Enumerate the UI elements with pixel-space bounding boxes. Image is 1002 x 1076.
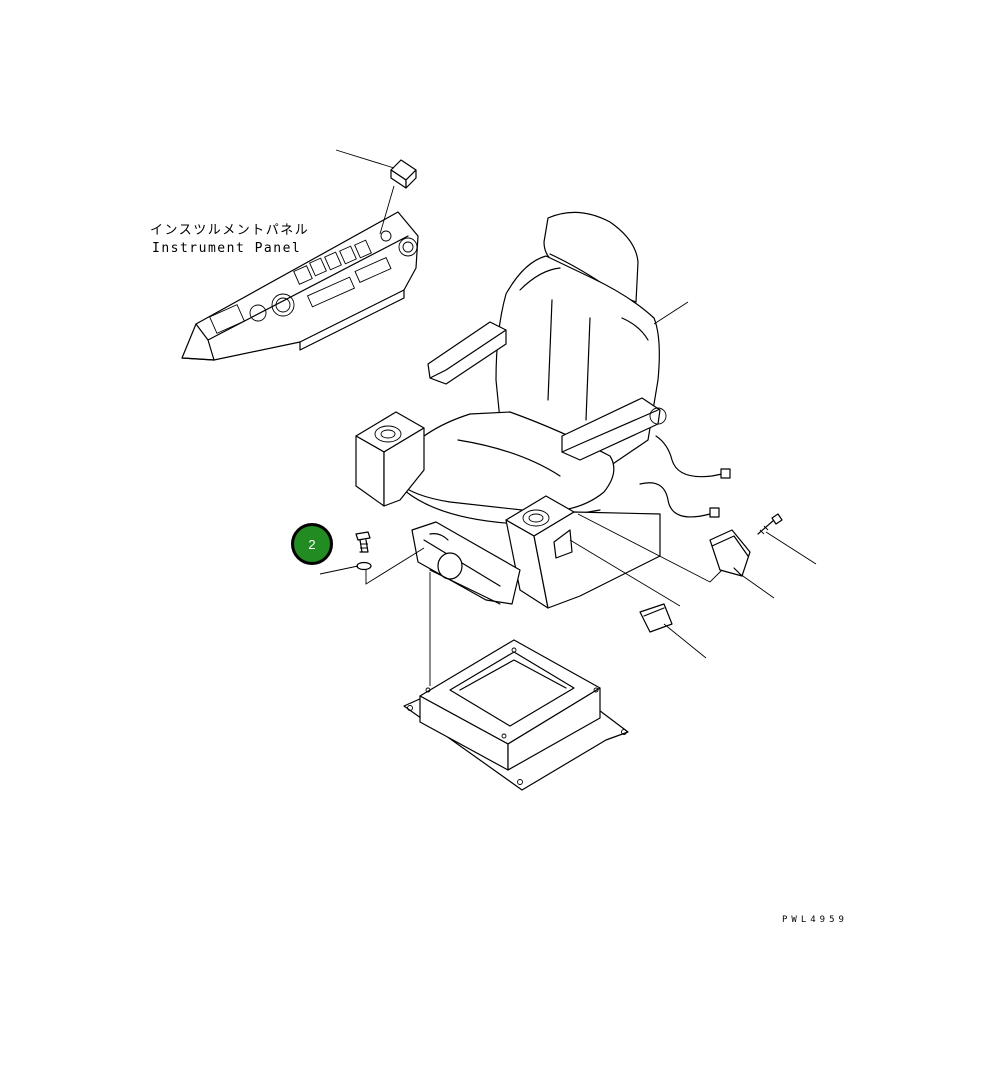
instrument-panel-label-en: Instrument Panel	[152, 241, 302, 256]
leader-line-washer	[319, 565, 359, 575]
drawing-code: PWL4959	[782, 915, 848, 925]
callout-number: 2	[308, 536, 316, 552]
switch-part[interactable]	[390, 159, 417, 189]
switch-box[interactable]	[709, 529, 751, 577]
instrument-panel-label-jp: インスツルメントパネル	[150, 223, 310, 238]
leader-line-switch-box	[739, 573, 775, 599]
bolt-left[interactable]	[355, 531, 371, 553]
bolt-right[interactable]	[757, 513, 783, 535]
cover-plate[interactable]	[639, 603, 673, 633]
seat-wire-harness[interactable]	[639, 435, 731, 518]
leader-line-switch-panel	[379, 185, 395, 235]
leader-line-console	[577, 513, 723, 583]
part-callout-2[interactable]: 2	[291, 523, 333, 565]
washer[interactable]	[356, 561, 372, 571]
leader-line-seat	[653, 301, 689, 325]
operator-seat[interactable]	[355, 211, 667, 609]
seat-mount-base[interactable]	[403, 639, 629, 791]
instrument-panel[interactable]	[181, 211, 419, 361]
leader-line-bolt-right	[765, 531, 817, 565]
leader-line-bolt	[365, 547, 425, 585]
leader-line-plate-seat	[569, 539, 681, 607]
leader-line-switch	[335, 149, 395, 169]
leader-line-cover-plate	[663, 623, 707, 659]
